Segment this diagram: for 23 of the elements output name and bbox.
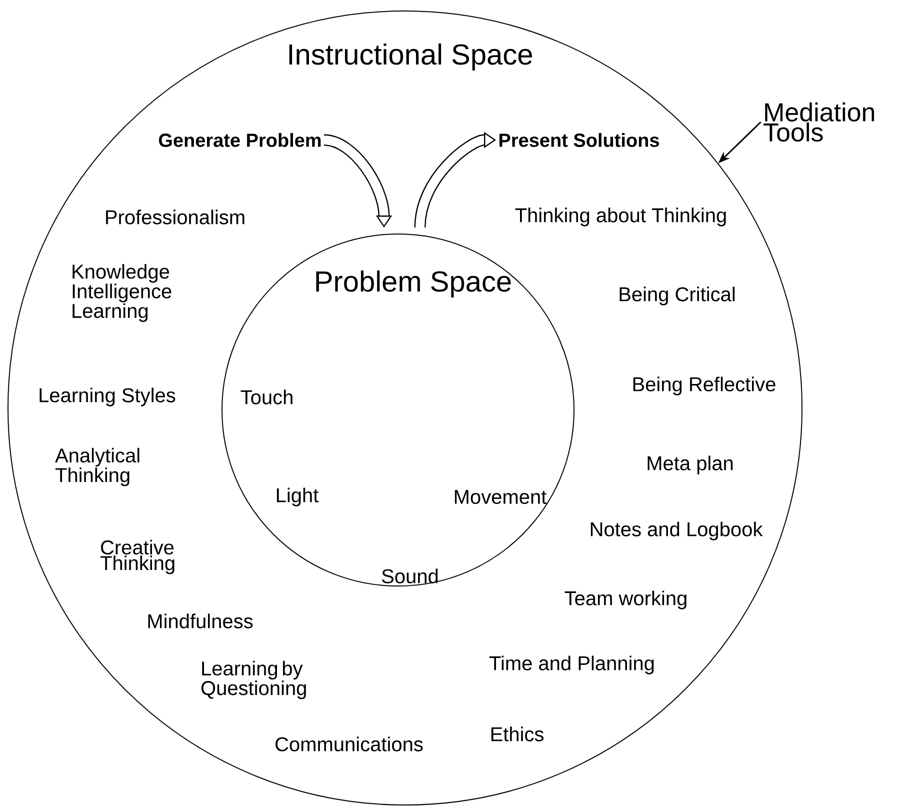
label: Meta plan xyxy=(648,456,733,474)
label: Analytical Thinking xyxy=(55,448,140,486)
label: Being Critical xyxy=(620,286,735,306)
node-text: Mediation Tools xyxy=(764,102,874,142)
label: Touch xyxy=(240,390,292,404)
label: Learning Styles xyxy=(40,388,176,406)
label: Sound xyxy=(382,568,438,584)
label: Mindfulness xyxy=(148,614,253,628)
label: Light xyxy=(276,488,319,506)
label: Communications xyxy=(276,736,423,752)
label: Being Reflective xyxy=(633,376,776,396)
label: Movement xyxy=(454,490,547,504)
node-text: Generate Problem xyxy=(158,133,321,147)
label: Creative Thinking xyxy=(100,540,174,574)
label: Ethics xyxy=(491,726,544,742)
label: Learning by Questioning xyxy=(201,660,306,700)
label: Knowledge Intelligence Learning xyxy=(72,264,172,322)
label: Time and Planning xyxy=(489,656,654,674)
label: Thinking about Thinking xyxy=(515,208,726,226)
node-text: Present Solutions xyxy=(500,133,659,147)
arrow xyxy=(323,134,392,228)
label: Team working xyxy=(564,590,686,610)
label: Professionalism xyxy=(106,210,244,224)
